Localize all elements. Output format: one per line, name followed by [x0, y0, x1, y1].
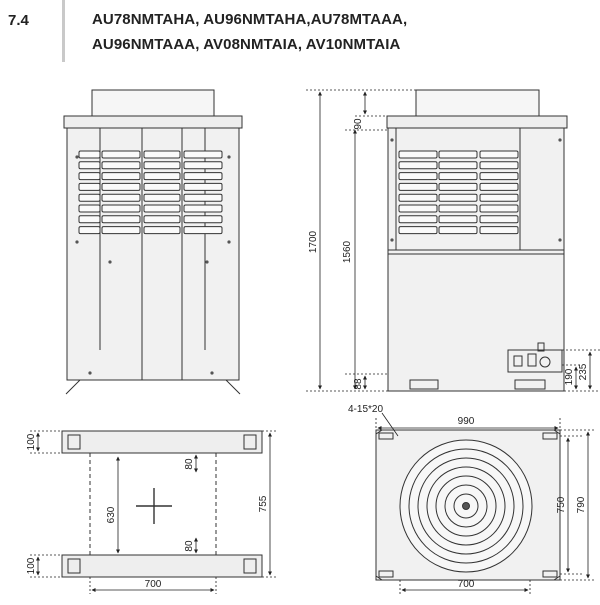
louver-slot: [183, 161, 223, 170]
louver-slot: [101, 182, 141, 191]
louver-slot: [78, 204, 101, 213]
dim-bottom-width: 700: [145, 579, 162, 590]
top-view: [375, 429, 561, 581]
dim-total-height: 1700: [308, 230, 319, 253]
louver-slot: [143, 215, 181, 224]
louver-slot: [101, 204, 141, 213]
louver-slot: [438, 172, 478, 181]
louver-slot: [143, 204, 181, 213]
louver-slot: [398, 172, 438, 181]
louver-slot: [438, 182, 478, 191]
dim-overall-span: 755: [258, 495, 269, 512]
louver-slot: [183, 172, 223, 181]
models-line-2: AU96NMTAAA, AV08NMTAIA, AV10NMTAIA: [92, 36, 401, 53]
louver-slot: [183, 204, 223, 213]
louver-slot: [438, 204, 478, 213]
dim-body-height: 1560: [342, 240, 353, 263]
louver-slot: [78, 226, 101, 235]
header-divider: [62, 0, 65, 62]
louver-slot: [143, 193, 181, 202]
louver-slot: [143, 226, 181, 235]
models-line-1: AU78NMTAHA, AU96NMTAHA,AU78MTAAA,: [92, 11, 408, 28]
louver-slot: [479, 182, 519, 191]
side-view: [386, 89, 568, 392]
louver-slot: [479, 193, 519, 202]
louver-slot: [78, 161, 101, 170]
bottom-view: [61, 430, 263, 578]
louver-slot: [479, 172, 519, 181]
louver-slot: [143, 172, 181, 181]
top-view-dimensions: [375, 412, 596, 594]
front-louver-grille: [78, 150, 223, 235]
louver-slot: [438, 150, 478, 159]
louver-slot: [438, 215, 478, 224]
louver-slot: [183, 182, 223, 191]
section-number: 7.4: [8, 12, 29, 29]
louver-slot: [101, 215, 141, 224]
louver-slot: [101, 172, 141, 181]
dim-holes-callout: 4-15*20: [348, 404, 383, 415]
louver-slot: [398, 193, 438, 202]
louver-slot: [183, 215, 223, 224]
louver-slot: [101, 193, 141, 202]
dim-depth-outer: 790: [576, 496, 587, 513]
dim-top-width: 700: [458, 579, 475, 590]
louver-slot: [143, 150, 181, 159]
fan-ring: [444, 484, 488, 528]
louver-slot: [78, 182, 101, 191]
louver-slot: [438, 161, 478, 170]
louver-slot: [78, 193, 101, 202]
louver-slot: [78, 215, 101, 224]
dim-leg-offset-top: 80: [184, 458, 195, 470]
louver-slot: [398, 161, 438, 170]
header: 7.4 AU78NMTAHA, AU96NMTAHA,AU78MTAAA, AU…: [0, 0, 600, 62]
louver-slot: [479, 215, 519, 224]
dim-inner-span: 630: [106, 506, 117, 523]
louver-slot: [438, 226, 478, 235]
louver-slot: [78, 172, 101, 181]
louver-slot: [398, 182, 438, 191]
louver-slot: [183, 226, 223, 235]
fan-ring: [453, 493, 479, 519]
louver-slot: [101, 161, 141, 170]
dim-top-cap: 90: [353, 118, 364, 130]
side-louver-grille: [398, 150, 519, 235]
fan-ring: [417, 457, 515, 555]
louver-slot: [101, 150, 141, 159]
dim-strip-bottom: 100: [26, 557, 37, 574]
louver-slot: [398, 150, 438, 159]
dim-pipe-lower: 190: [564, 368, 575, 385]
front-view: [63, 89, 243, 395]
fan-ring: [408, 448, 524, 564]
louver-slot: [479, 150, 519, 159]
louver-slot: [398, 215, 438, 224]
dim-strip-top: 100: [26, 433, 37, 450]
louver-slot: [479, 161, 519, 170]
louver-slot: [183, 193, 223, 202]
bottom-view-dimensions: [30, 430, 278, 594]
louver-slot: [143, 182, 181, 191]
fan-ring: [426, 466, 506, 546]
louver-slot: [479, 226, 519, 235]
dim-overall-width: 990: [458, 416, 475, 427]
dim-base: 88: [353, 378, 364, 390]
dim-leg-offset-bottom: 80: [184, 540, 195, 552]
louver-slot: [101, 226, 141, 235]
fan-ring: [435, 475, 497, 537]
louver-slot: [183, 150, 223, 159]
dim-depth-inner: 750: [556, 496, 567, 513]
louver-slot: [143, 161, 181, 170]
louver-slot: [78, 150, 101, 159]
louver-slot: [398, 204, 438, 213]
louver-slot: [479, 204, 519, 213]
louver-slot: [438, 193, 478, 202]
side-view-dimensions: [306, 89, 600, 392]
dim-pipe-upper: 235: [578, 363, 589, 380]
louver-slot: [398, 226, 438, 235]
